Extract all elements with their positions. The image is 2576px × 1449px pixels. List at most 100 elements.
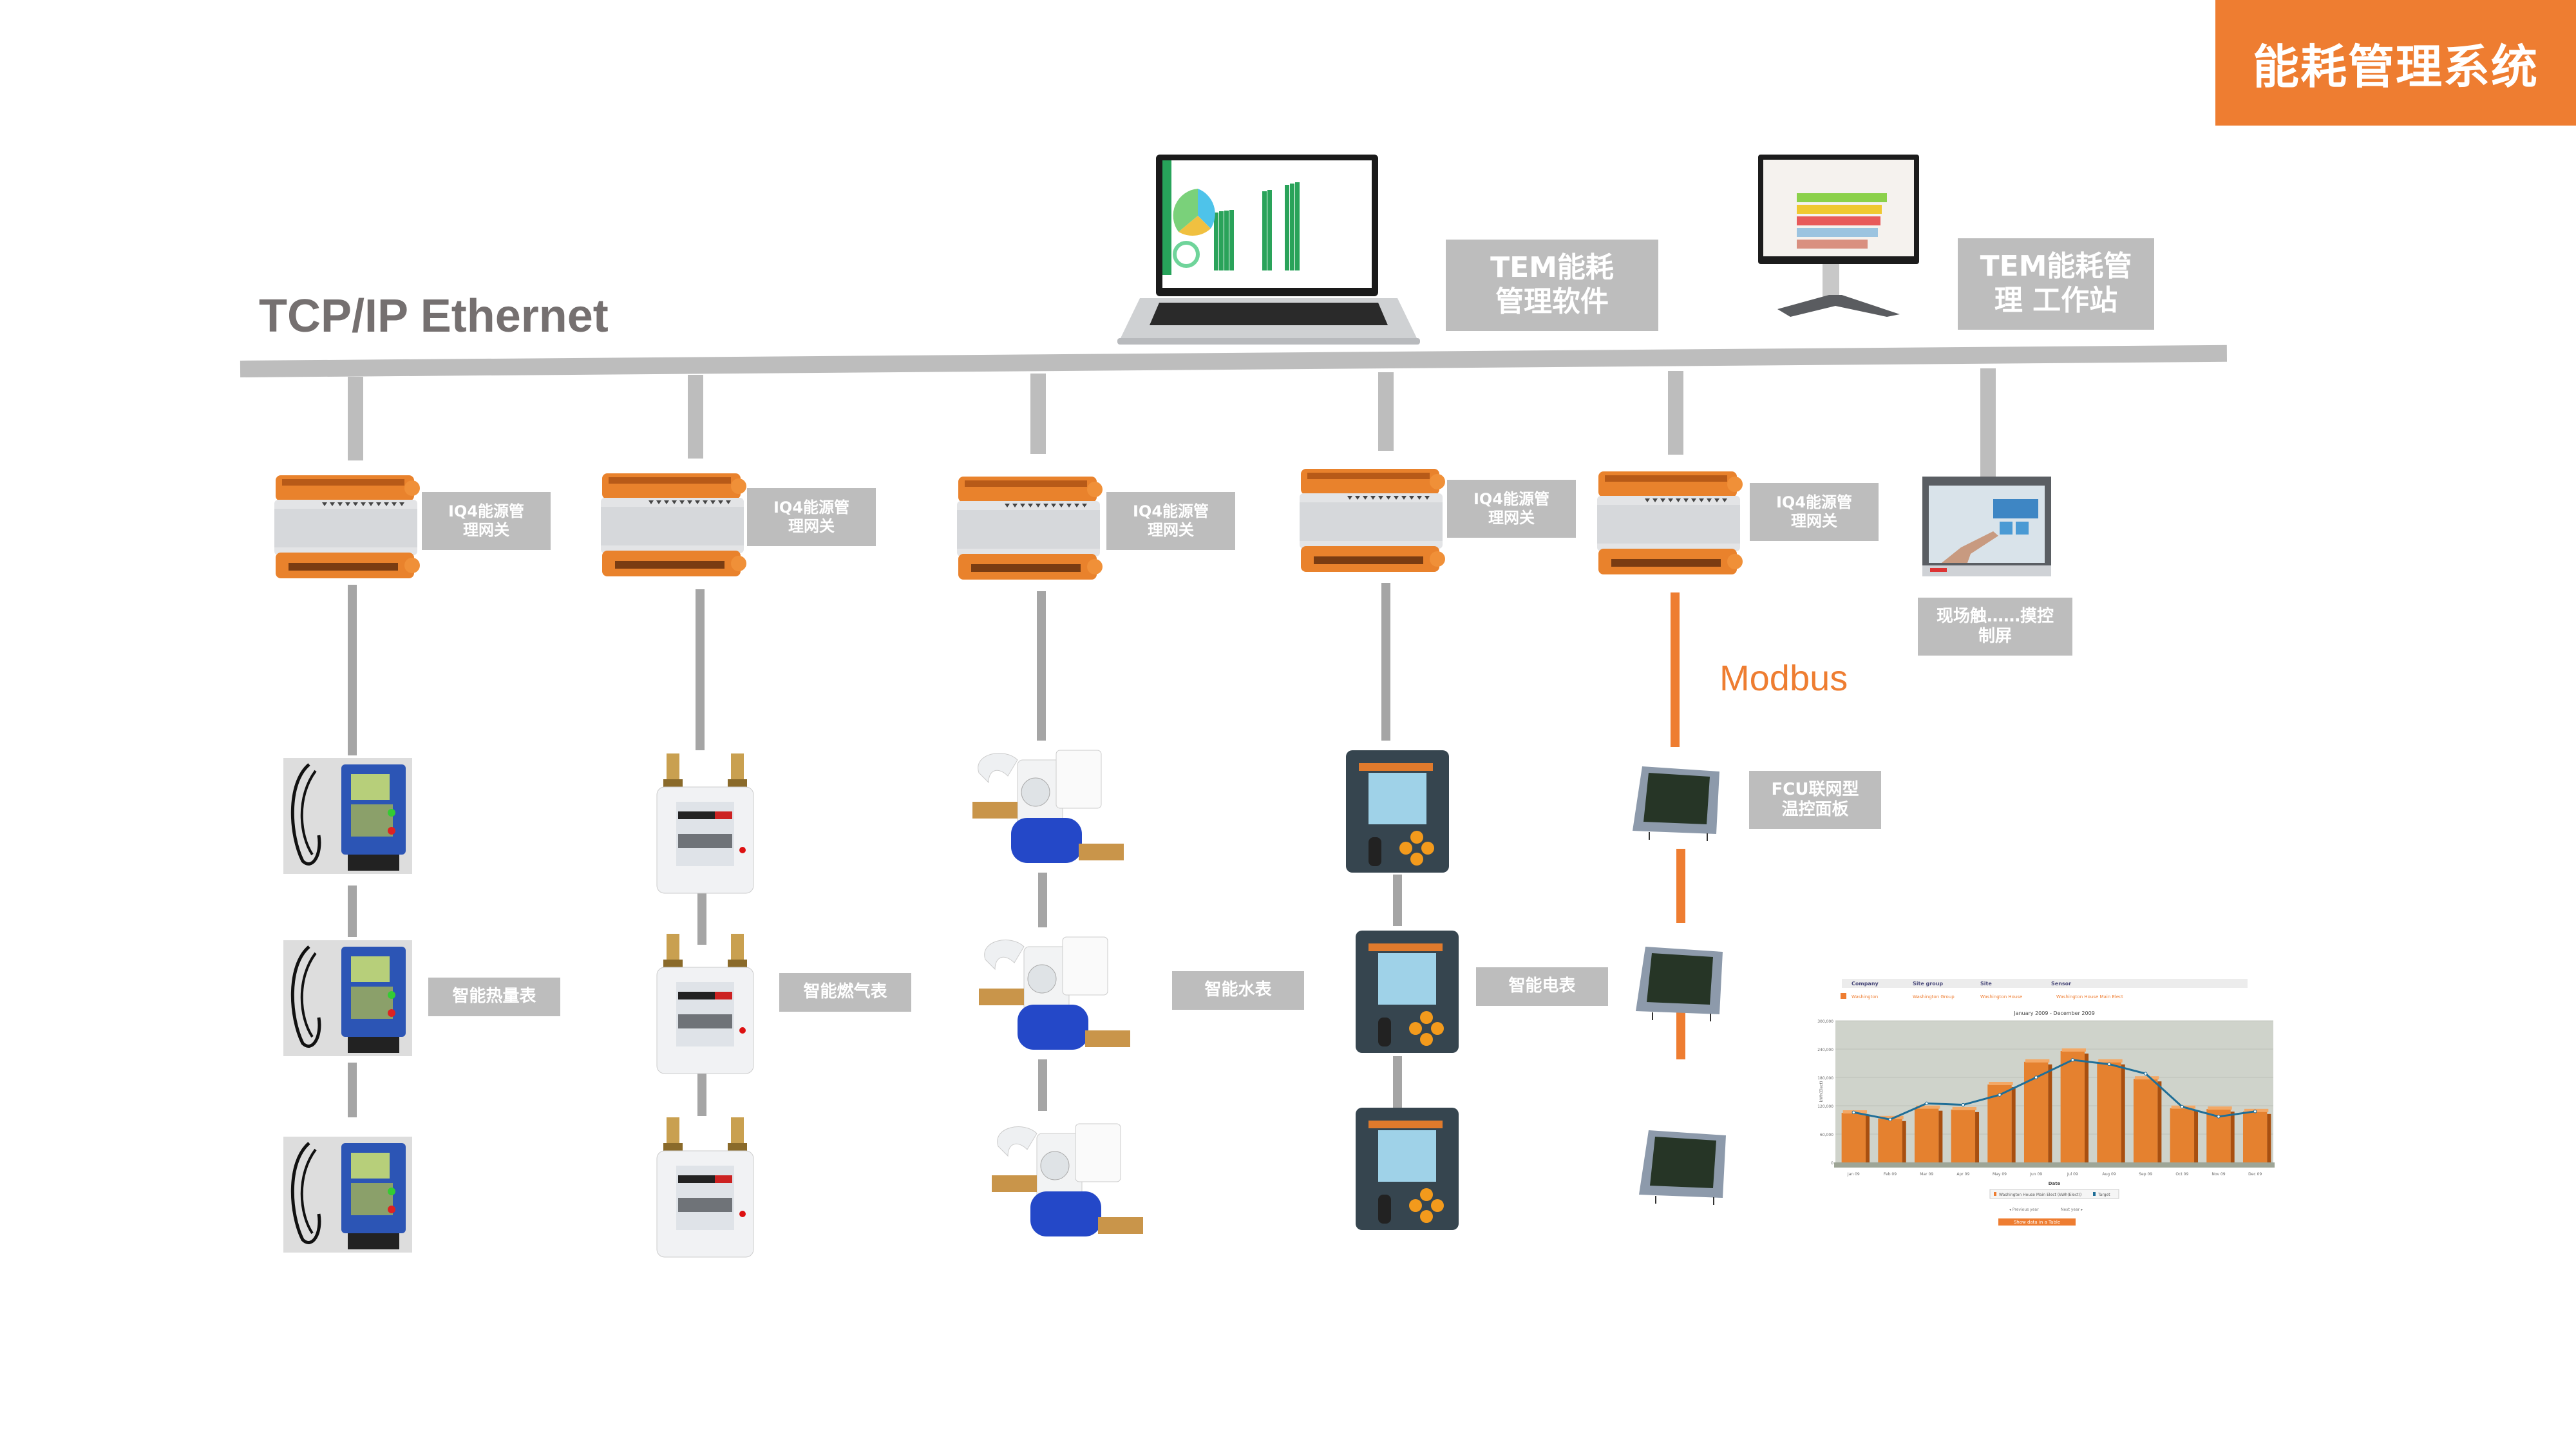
modbus-line-2 (1676, 849, 1685, 923)
chart-ytick-label: 0 (1831, 1161, 1833, 1166)
chart-xtick-label: Sep 09 (2139, 1172, 2152, 1177)
chart-target-point (2107, 1062, 2111, 1066)
touch-panel-label: 现场触……摸控制屏 (1918, 598, 2072, 656)
chart-header-col: Site (1980, 981, 1992, 987)
chart-target-point (2070, 1058, 2075, 1062)
gateway-label-5: IQ4能源管理网关 (1750, 483, 1879, 541)
electric-meter-2 (1352, 927, 1462, 1056)
chart-bar (1878, 1118, 1902, 1162)
bus-drop-1 (348, 377, 363, 460)
chart-bar-top (2098, 1059, 2123, 1063)
bus-drop-5 (1668, 371, 1683, 455)
gateway-label-2: IQ4能源管理网关 (747, 488, 876, 546)
heat-line-3 (348, 1063, 357, 1117)
chart-bar-side (2157, 1081, 2162, 1162)
chart-bar-side (2267, 1113, 2271, 1162)
chart-bar-side (2194, 1110, 2199, 1162)
chart-bar-top (1879, 1115, 1904, 1119)
chart-legend-target-label: Target (2098, 1193, 2110, 1197)
chart-xtick-label: Feb 09 (1884, 1172, 1897, 1177)
gateway-device-2 (596, 467, 750, 583)
chart-xlabel: Date (2049, 1181, 2061, 1186)
chart-target-point (2034, 1075, 2038, 1079)
chart-title: January 2009 - December 2009 (2013, 1010, 2095, 1016)
fcu-panel-label: FCU联网型温控面板 (1749, 771, 1881, 829)
chart-legend-box (1989, 1189, 2119, 1199)
gas-line-1 (696, 589, 705, 750)
chart-legend-swatch-target (2093, 1192, 2096, 1196)
water-meter-2 (966, 934, 1133, 1063)
chart-bar (2060, 1050, 2085, 1162)
electric-line-3 (1393, 1056, 1402, 1108)
bus-drop-2 (688, 375, 703, 459)
chart-bar-side (2230, 1112, 2235, 1162)
chart-target-point (1998, 1093, 2002, 1097)
chart-bar (2133, 1079, 2158, 1162)
chart-bar-side (2085, 1053, 2089, 1162)
chart-xtick-label: Jul 09 (2067, 1172, 2078, 1177)
chart-ytick-label: 60,000 (1820, 1133, 1833, 1137)
chart-ytick-label: 120,000 (1817, 1104, 1833, 1109)
electric-meter-3 (1352, 1104, 1462, 1233)
gateway-label-1: IQ4能源管理网关 (422, 492, 551, 550)
chart-header-value: Washington House (1980, 994, 2022, 999)
gas-line-2 (697, 892, 706, 945)
bus-drop-3 (1030, 374, 1046, 454)
chart-target-point (1852, 1110, 1856, 1114)
chart-ytick-label: 240,000 (1817, 1048, 1833, 1052)
gateway-device-1 (269, 469, 424, 585)
heat-line-1 (348, 585, 357, 755)
fcu-panel-3 (1636, 1124, 1732, 1208)
chart-xtick-label: Dec 09 (2248, 1172, 2262, 1177)
chart-legend-bar-label: Washington House Main Elect (kWh(Elect)) (1999, 1193, 2081, 1197)
fcu-panel-2 (1633, 940, 1729, 1024)
laptop-image (1114, 151, 1423, 351)
show-table-button-label[interactable]: Show data in a Table (2014, 1220, 2060, 1225)
water-meter-label: 智能水表 (1172, 971, 1304, 1010)
next-year-link[interactable]: Next year ▸ (2061, 1208, 2083, 1212)
electric-meter-label: 智能电表 (1476, 967, 1608, 1006)
chart-header-value: Washington Group (1913, 994, 1955, 999)
previous-year-link[interactable]: ◂ Previous year (2009, 1208, 2039, 1212)
chart-target-point (2253, 1110, 2257, 1113)
water-meter-3 (979, 1121, 1146, 1249)
electric-meter-1 (1343, 747, 1452, 876)
workstation-label: TEM能耗管理 工作站 (1958, 238, 2154, 330)
chart-xtick-label: Mar 09 (1920, 1172, 1933, 1177)
water-line-2 (1038, 873, 1047, 927)
electric-line-1 (1381, 583, 1390, 741)
chart-target-point (2143, 1072, 2148, 1075)
heat-meter-label: 智能热量表 (428, 978, 560, 1016)
chart-header-icon (1841, 993, 1846, 999)
chart-xtick-label: Jan 09 (1847, 1172, 1860, 1177)
chart-target-point (1888, 1117, 1892, 1121)
gateway-device-3 (952, 470, 1106, 586)
electric-line-2 (1393, 875, 1402, 926)
chart-legend-swatch-bar (1994, 1192, 1996, 1196)
fcu-panel-1 (1629, 760, 1726, 844)
gateway-label-4: IQ4能源管理网关 (1447, 480, 1576, 538)
page-title: 能耗管理系统 (2215, 0, 2576, 126)
chart-header-value: Washington (1852, 994, 1878, 999)
water-meter-1 (960, 747, 1127, 876)
chart-bar (1914, 1108, 1939, 1162)
chart-bar-side (1902, 1121, 1906, 1162)
heat-meter-1 (283, 758, 415, 877)
chart-bar (2242, 1111, 2268, 1162)
chart-xtick-label: May 09 (1993, 1172, 2007, 1177)
show-table-button[interactable] (1998, 1218, 2076, 1226)
modbus-label: Modbus (1719, 658, 1848, 698)
chart-target-line (1853, 1059, 2255, 1121)
chart-ylabel: kWh(Elect) (1819, 1081, 1824, 1103)
chart-ytick-label: 180,000 (1817, 1076, 1833, 1081)
laptop-label: TEM能耗 管理软件 (1446, 240, 1658, 331)
water-line-1 (1037, 591, 1046, 741)
chart-bar-top (1989, 1082, 2013, 1085)
chart-target-point (2180, 1104, 2184, 1109)
chart-bar-top (2208, 1106, 2232, 1110)
chart-bar-side (2011, 1087, 2016, 1162)
chart-bar (2097, 1061, 2121, 1162)
chart-xtick-label: Jun 09 (2029, 1172, 2042, 1177)
chart-target-point (2217, 1115, 2221, 1119)
